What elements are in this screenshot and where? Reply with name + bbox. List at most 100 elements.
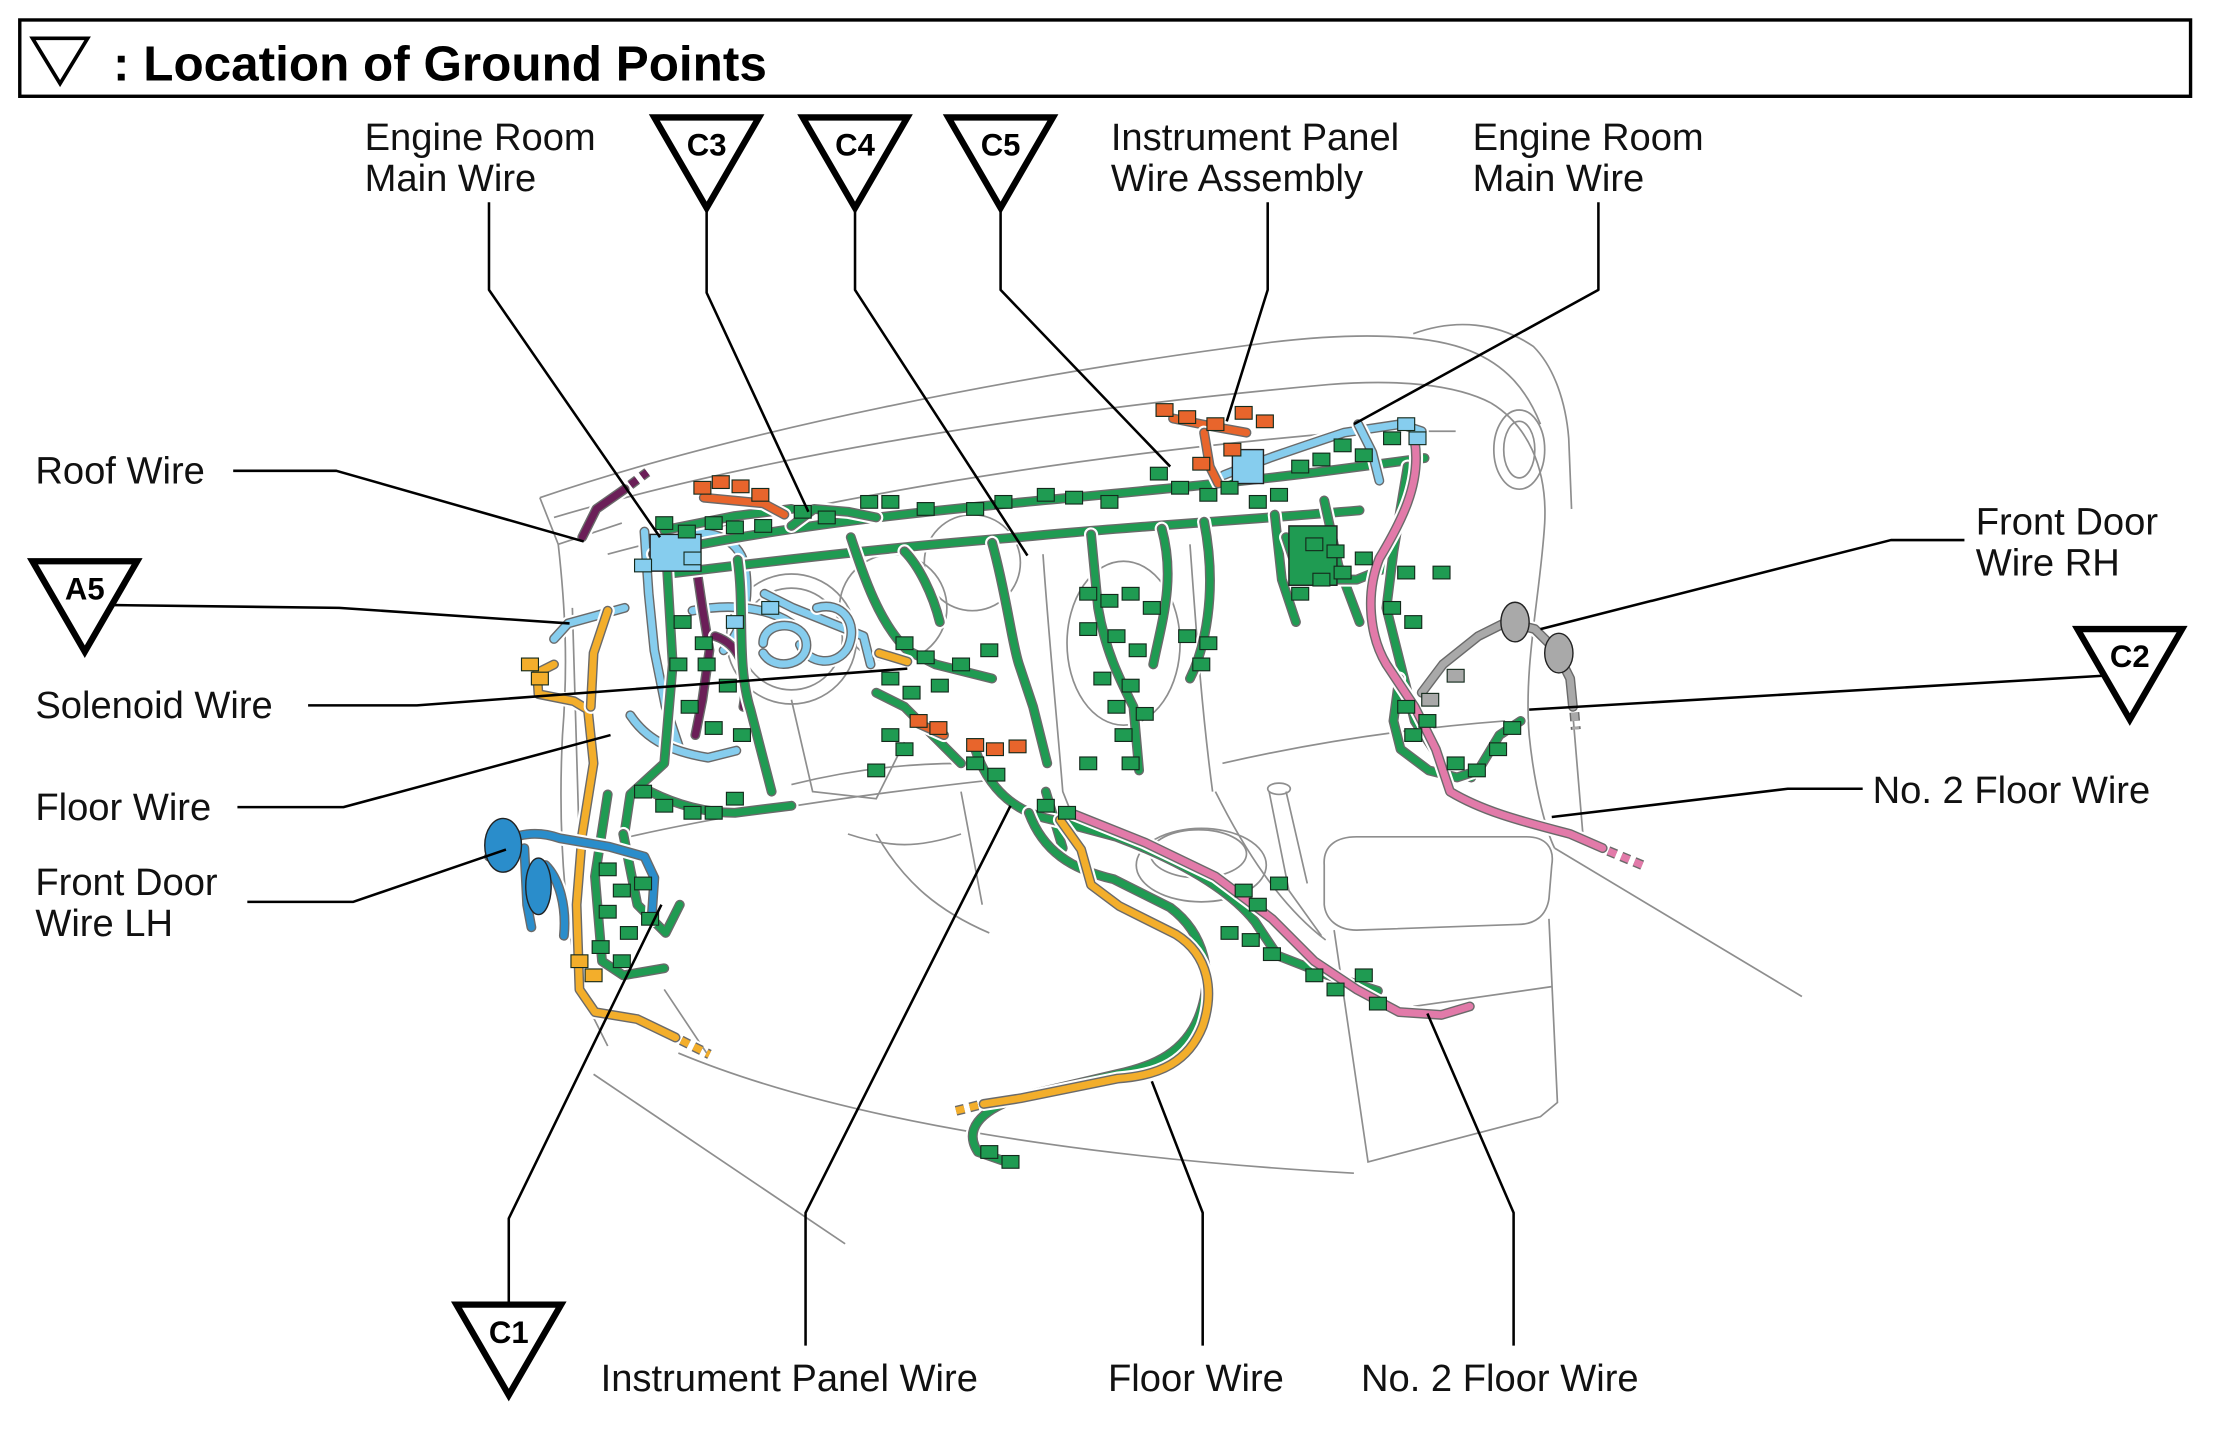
leader-a5 — [113, 603, 570, 625]
instrument-panel-wire — [900, 547, 944, 626]
connector-green — [1326, 544, 1345, 559]
connector-green — [1248, 897, 1267, 912]
right-sill-line — [1554, 847, 1803, 998]
connector-green — [966, 756, 985, 771]
connector-green — [1383, 600, 1402, 615]
connector-green — [1036, 798, 1055, 813]
instrument-panel-wire — [1087, 530, 1143, 774]
connector-light-blue — [1397, 417, 1416, 432]
connector-yellow — [530, 671, 549, 686]
connector-green — [1262, 947, 1281, 962]
instrument-panel-wire — [1149, 525, 1172, 668]
front-door-rh-grommet — [1500, 601, 1530, 643]
connector-green — [1269, 487, 1289, 502]
connector-green — [1241, 933, 1260, 947]
roof-wire — [691, 556, 713, 739]
connector-green — [1220, 926, 1239, 940]
title-box — [18, 18, 2193, 98]
leader-solenoid-wire — [308, 667, 908, 707]
connector-green — [1079, 756, 1098, 771]
ground-point-a5-label: A5 — [65, 571, 105, 606]
engine-room-main-wire-lh — [759, 622, 810, 668]
connector-yellow — [520, 657, 540, 672]
connector-green — [732, 728, 752, 743]
connector-green — [1220, 480, 1239, 495]
connector-green — [1199, 636, 1218, 651]
connector-green — [697, 657, 716, 672]
grommets-and-blocks — [484, 448, 1574, 916]
leader-engine-room-main-wire-lh — [487, 202, 662, 538]
leader-floor-wire-lh — [237, 733, 611, 809]
connector-green — [598, 862, 617, 877]
connector-green — [867, 763, 886, 778]
connector-green — [1354, 448, 1373, 463]
connector-green — [817, 510, 836, 525]
connectors — [520, 403, 1522, 1169]
label-front-door-wire-lh-line1: Front Door — [35, 861, 218, 904]
connector-orange — [929, 721, 948, 735]
connector-green — [677, 524, 696, 539]
leader-floor-wire-bottom — [1150, 1080, 1204, 1346]
no2-floor-wire-end — [1606, 847, 1644, 869]
center-tunnel-line — [875, 791, 990, 934]
connector-green — [1178, 629, 1197, 644]
connector-green — [1446, 756, 1465, 771]
connector-green — [633, 784, 653, 799]
front-door-wire-lh — [520, 844, 535, 931]
connector-green — [1079, 622, 1098, 637]
roof-wire-end — [628, 469, 650, 488]
connector-green — [951, 657, 971, 672]
floor-line-center — [678, 1052, 1354, 1175]
tunnel-to-console-line — [1214, 791, 1327, 941]
instrument-panel-wire — [1271, 511, 1300, 626]
label-instrument-panel-wire: Instrument Panel Wire — [601, 1357, 978, 1400]
ground-point-triangle-icon — [29, 36, 91, 88]
connector-green — [1128, 643, 1147, 658]
connector-orange — [731, 479, 750, 494]
connector-green — [725, 520, 744, 535]
connector-orange — [1155, 403, 1174, 417]
connector-green — [1404, 728, 1423, 743]
connector-green — [1107, 629, 1126, 644]
connector-green — [1135, 706, 1154, 721]
label-floor-wire-lh: Floor Wire — [35, 786, 211, 829]
connector-gray — [1421, 692, 1440, 707]
connector-green — [1171, 480, 1190, 495]
connector-light-blue — [761, 600, 780, 615]
connector-green — [1149, 466, 1168, 481]
label-front-door-wire-rh-line2: Wire RH — [1976, 541, 2120, 584]
leader-instrument-panel-wire — [804, 805, 1012, 1346]
connector-green — [669, 657, 688, 672]
connector-green — [916, 502, 935, 516]
right-lower-dash — [1222, 720, 1506, 765]
connector-light-blue — [1408, 431, 1427, 446]
connector-green — [1234, 883, 1253, 898]
leader-front-door-wire-rh — [1540, 538, 1965, 631]
ground-point-triangle-icon — [2071, 625, 2188, 726]
ground-point-triangle-icon — [648, 114, 765, 215]
connector-green — [1114, 728, 1133, 743]
connector-green — [895, 636, 914, 651]
instrument-panel-wire — [1320, 496, 1364, 626]
right-speaker-inner — [1502, 420, 1536, 479]
connector-green — [1418, 714, 1437, 728]
ground-point-c2-label: C2 — [2110, 639, 2150, 674]
label-instrument-panel-wire-assembly-line2: Wire Assembly — [1111, 157, 1363, 200]
leader-c1 — [507, 904, 663, 1304]
connector-green — [966, 502, 985, 516]
connector-orange — [751, 487, 770, 502]
connector-green — [987, 767, 1006, 782]
ground-point-c3-label: C3 — [687, 128, 727, 163]
connector-green — [1333, 438, 1352, 453]
ground-point-c4: C4 — [797, 114, 913, 215]
ground-point-c2: C2 — [2071, 625, 2188, 726]
connector-green — [895, 742, 914, 757]
ground-point-c4-label: C4 — [835, 128, 875, 163]
leader-lines — [113, 202, 2104, 1346]
connector-green — [633, 876, 653, 891]
roof-wire — [578, 485, 629, 541]
connector-green — [1100, 494, 1119, 509]
left-door-inner-line — [571, 607, 581, 849]
connector-green — [612, 883, 631, 898]
connector-green — [980, 1145, 999, 1159]
